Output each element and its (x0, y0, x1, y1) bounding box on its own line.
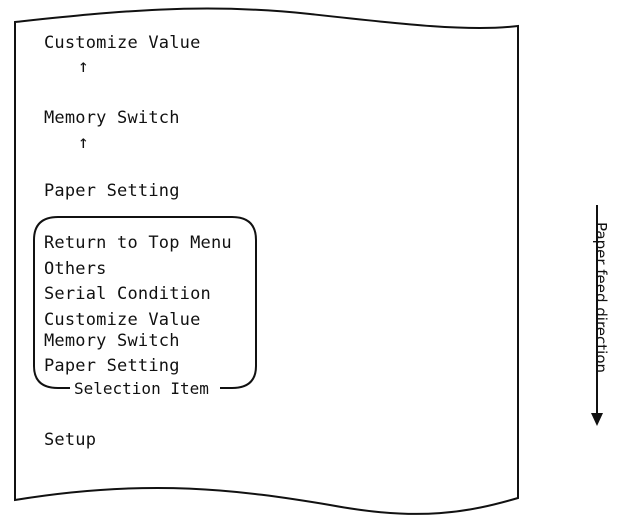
selection-item-return-to-top-menu: Return to Top Menu (44, 233, 232, 253)
feed-direction-label: Paper feed direction (592, 222, 610, 374)
up-arrow-icon: ↑ (78, 132, 89, 153)
footer-setup: Setup (44, 430, 97, 450)
selection-item-caption: Selection Item (70, 380, 213, 398)
top-line-memory-switch: Memory Switch (44, 108, 180, 128)
selection-bracket (33, 216, 257, 389)
selection-item-others: Others (44, 259, 107, 279)
top-line-paper-setting: Paper Setting (44, 181, 180, 201)
top-line-customize-value: Customize Value (44, 33, 201, 53)
selection-item-serial-condition: Serial Condition (44, 284, 211, 304)
feed-arrow-head (591, 413, 603, 426)
up-arrow-icon: ↑ (78, 56, 89, 77)
selection-item-memory-switch: Memory Switch (44, 331, 180, 351)
selection-item-paper-setting: Paper Setting (44, 356, 180, 376)
selection-item-customize-value: Customize Value (44, 310, 201, 330)
